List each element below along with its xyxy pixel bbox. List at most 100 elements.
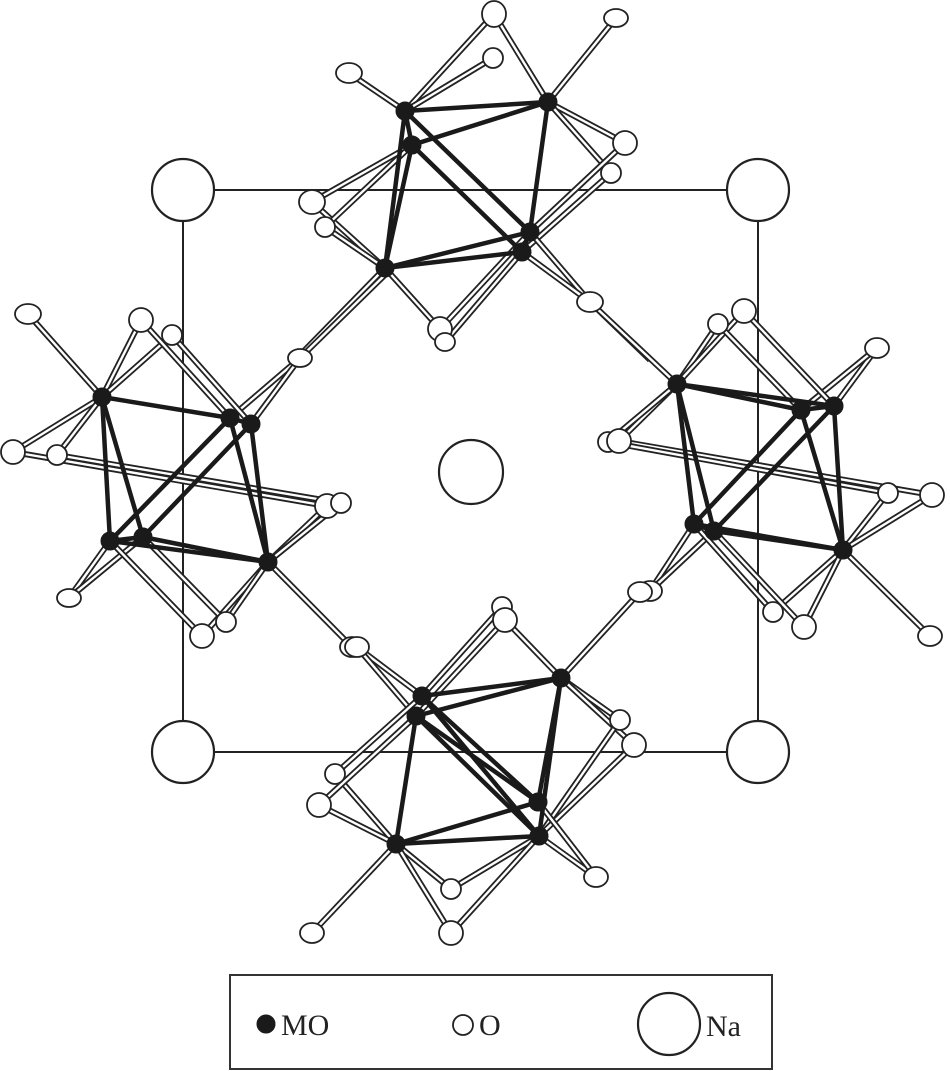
o-atom-icon [14, 303, 42, 325]
o-bond-inner [171, 334, 252, 425]
o-atom-icon [707, 313, 729, 335]
mo-edge [674, 381, 837, 409]
o-bond-inner [404, 56, 494, 113]
o-atom-icon [481, 0, 507, 28]
na-atom-icon [725, 157, 791, 223]
o-atom-icon [287, 348, 313, 368]
o-bond-inner [547, 100, 626, 145]
legend: MO O Na [229, 974, 773, 1070]
o-atom-icon [576, 291, 604, 313]
mo-atom-icon [684, 514, 704, 534]
o-bond-inner [450, 835, 540, 934]
o-bond-inner [109, 540, 203, 637]
o-atom-icon [56, 588, 82, 608]
o-atom-icon [606, 428, 632, 454]
mo-atom-icon [520, 222, 540, 242]
o-atom-icon [299, 922, 325, 944]
o-atom-icon [298, 189, 326, 215]
mo-edge [409, 142, 525, 255]
o-atom-icon [161, 324, 183, 346]
mo-edge [393, 713, 419, 847]
mo-edge [393, 833, 542, 847]
mo-edge [527, 99, 551, 235]
o-bond-inner [547, 101, 612, 174]
o-bond-inner [648, 523, 696, 592]
o-bond-inner [529, 142, 626, 233]
o-atom-icon [335, 62, 363, 84]
o-bond-inner [560, 677, 635, 746]
o-atom-icon [46, 444, 68, 466]
o-atom-icon [314, 216, 336, 238]
mo-atom-icon [512, 242, 532, 262]
o-bond-inner [560, 591, 641, 679]
mo-atom-icon [386, 834, 406, 854]
mo-atom-icon [528, 792, 548, 812]
o-atom-icon [627, 581, 653, 603]
o-bond-inner [800, 347, 878, 411]
o-atom-icon [612, 130, 638, 156]
o-bond-inner [384, 267, 441, 330]
mo-edge [402, 99, 551, 114]
o-bond-inner [318, 715, 417, 806]
o-atom-icon [215, 611, 237, 633]
mo-edge [711, 528, 846, 553]
legend-mo-symbol-icon [256, 1014, 276, 1034]
mo-edge [382, 108, 408, 271]
o-bond-inner [225, 561, 269, 623]
o-atom-icon [492, 607, 518, 633]
o-atom-icon [762, 601, 784, 623]
o-bond-inner [68, 536, 144, 599]
o-bond-inner [444, 251, 523, 343]
mo-edge [99, 394, 233, 421]
mo-edge [711, 403, 837, 534]
mo-edge [107, 415, 233, 544]
o-atom-icon [438, 920, 464, 946]
o-bond-inner [140, 319, 231, 419]
o-atom-icon [864, 337, 890, 359]
mo-atom-icon [704, 521, 724, 541]
mo-edge [382, 249, 525, 271]
o-atom-icon [344, 636, 370, 658]
o-bond-inner [250, 357, 301, 425]
o-bond-inner [267, 561, 353, 648]
na-atom-icon [150, 719, 216, 785]
mo-edge [798, 407, 846, 553]
mo-edge [419, 675, 564, 699]
mo-edge [419, 693, 541, 805]
o-bond-inner [842, 493, 933, 552]
mo-edge [99, 394, 113, 544]
o-bond-inner [12, 395, 103, 454]
mo-atom-icon [412, 686, 432, 706]
o-bond-inner [311, 143, 413, 204]
o-bond-inner [521, 251, 591, 303]
o-bond-inner [318, 803, 397, 846]
o-bond-inner [589, 301, 678, 385]
o-bond-inner [772, 549, 844, 613]
mo-atom-icon [538, 92, 558, 112]
o-bond-inner [450, 834, 540, 891]
mo-atom-icon [92, 387, 112, 407]
legend-mo-label: MO [281, 1009, 329, 1042]
o-bond-inner [649, 530, 715, 592]
o-bond-inner [842, 549, 931, 637]
o-bond-inner [547, 17, 617, 103]
o-bond-inner [56, 396, 103, 456]
mo-atom-icon [395, 101, 415, 121]
o-atom-icon [917, 625, 943, 647]
legend-o-symbol-icon [452, 1014, 474, 1036]
o-atom-icon [877, 482, 899, 504]
mo-edge [691, 407, 804, 527]
o-bond-inner [142, 536, 227, 623]
o-bond-inner [299, 269, 391, 359]
o-bond-inner [229, 357, 301, 419]
o-atom-icon [324, 763, 346, 785]
o-atom-icon [189, 623, 215, 649]
mo-edge [831, 403, 846, 553]
o-bond-inner [693, 523, 774, 613]
mo-edge [393, 799, 541, 847]
mo-edge [674, 381, 697, 527]
o-bond-inner [421, 606, 503, 697]
o-bond-inner [311, 843, 397, 934]
o-atom-icon [583, 866, 609, 888]
o-atom-icon [440, 878, 462, 900]
